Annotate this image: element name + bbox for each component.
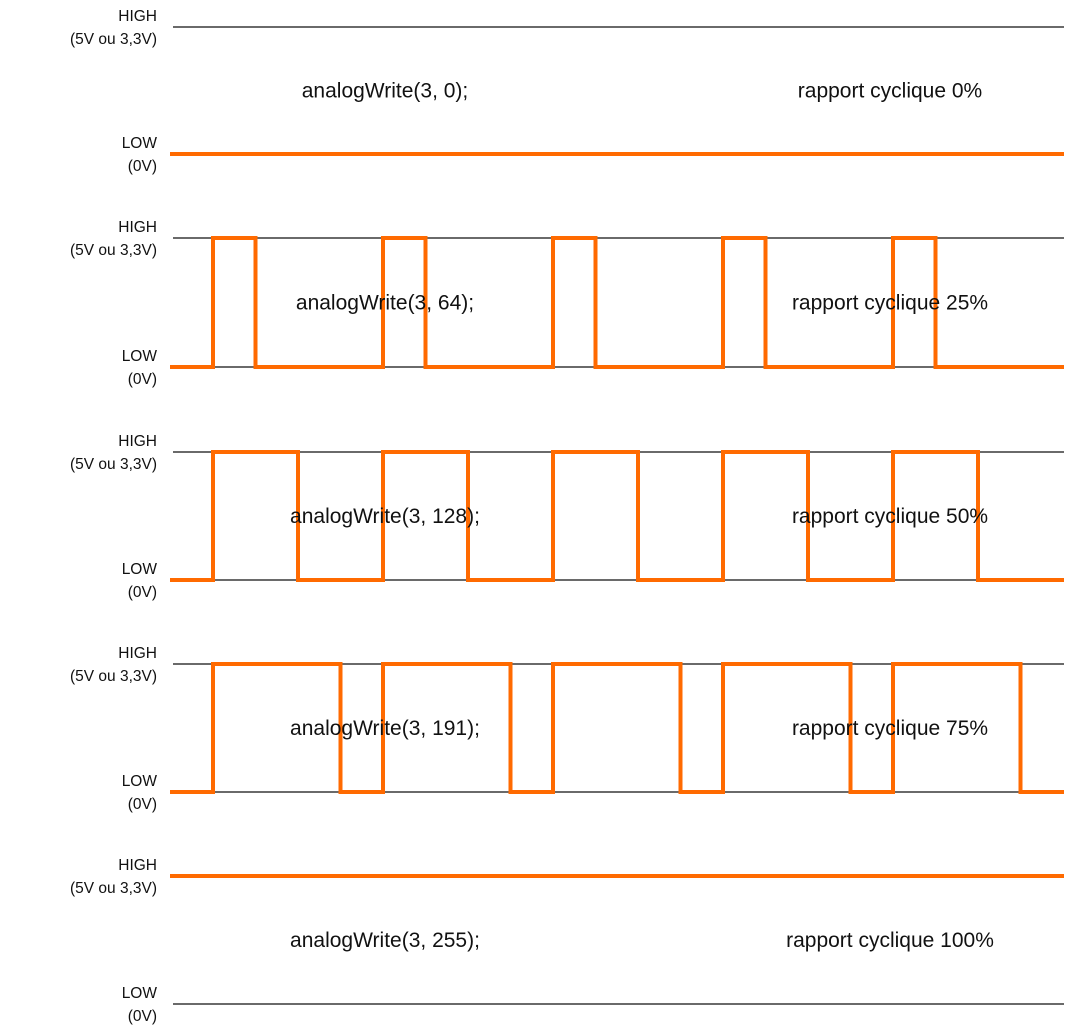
high-label: HIGH: [118, 8, 157, 25]
high-label: HIGH: [118, 857, 157, 874]
high-voltage-label: (5V ou 3,3V): [70, 880, 157, 897]
analogwrite-command-label: analogWrite(3, 64);: [296, 292, 474, 315]
analogwrite-command-label: analogWrite(3, 191);: [290, 717, 480, 740]
high-voltage-label: (5V ou 3,3V): [70, 668, 157, 685]
high-label: HIGH: [118, 645, 157, 662]
pwm-row: HIGH (5V ou 3,3V) LOW (0V) analogWrite(3, 19…: [70, 645, 1064, 813]
high-voltage-label: (5V ou 3,3V): [70, 242, 157, 259]
low-voltage-label: (0V): [128, 796, 157, 813]
low-label: LOW: [122, 348, 158, 365]
pwm-row: HIGH (5V ou 3,3V) LOW (0V) analogWrite(3, 64…: [70, 219, 1064, 388]
duty-cycle-label: rapport cyclique 25%: [792, 292, 988, 315]
pwm-row: HIGH (5V ou 3,3V) LOW (0V) analogWrite(3, 12…: [70, 433, 1064, 601]
analogwrite-command-label: analogWrite(3, 255);: [290, 929, 480, 952]
pwm-row: HIGH (5V ou 3,3V) LOW (0V) analogWrite(3, 25…: [70, 857, 1064, 1025]
low-voltage-label: (0V): [128, 371, 157, 388]
pwm-signal-waveform: [170, 450, 1064, 582]
low-voltage-label: (0V): [128, 1008, 157, 1025]
duty-cycle-label: rapport cyclique 50%: [792, 505, 988, 528]
pwm-row: HIGH (5V ou 3,3V) LOW (0V) analogWrite(3, 0)…: [70, 8, 1064, 175]
analogwrite-command-label: analogWrite(3, 128);: [290, 505, 480, 528]
high-voltage-label: (5V ou 3,3V): [70, 31, 157, 48]
low-label: LOW: [122, 985, 158, 1002]
pwm-signal-waveform: [170, 236, 1064, 369]
low-label: LOW: [122, 773, 158, 790]
low-voltage-label: (0V): [128, 584, 157, 601]
low-label: LOW: [122, 135, 158, 152]
duty-cycle-label: rapport cyclique 75%: [792, 717, 988, 740]
low-label: LOW: [122, 561, 158, 578]
duty-cycle-label: rapport cyclique 0%: [798, 80, 982, 103]
high-label: HIGH: [118, 433, 157, 450]
high-label: HIGH: [118, 219, 157, 236]
analogwrite-command-label: analogWrite(3, 0);: [302, 80, 469, 103]
pwm-signal-waveform: [170, 662, 1064, 794]
low-voltage-label: (0V): [128, 158, 157, 175]
duty-cycle-label: rapport cyclique 100%: [786, 929, 994, 952]
high-voltage-label: (5V ou 3,3V): [70, 456, 157, 473]
